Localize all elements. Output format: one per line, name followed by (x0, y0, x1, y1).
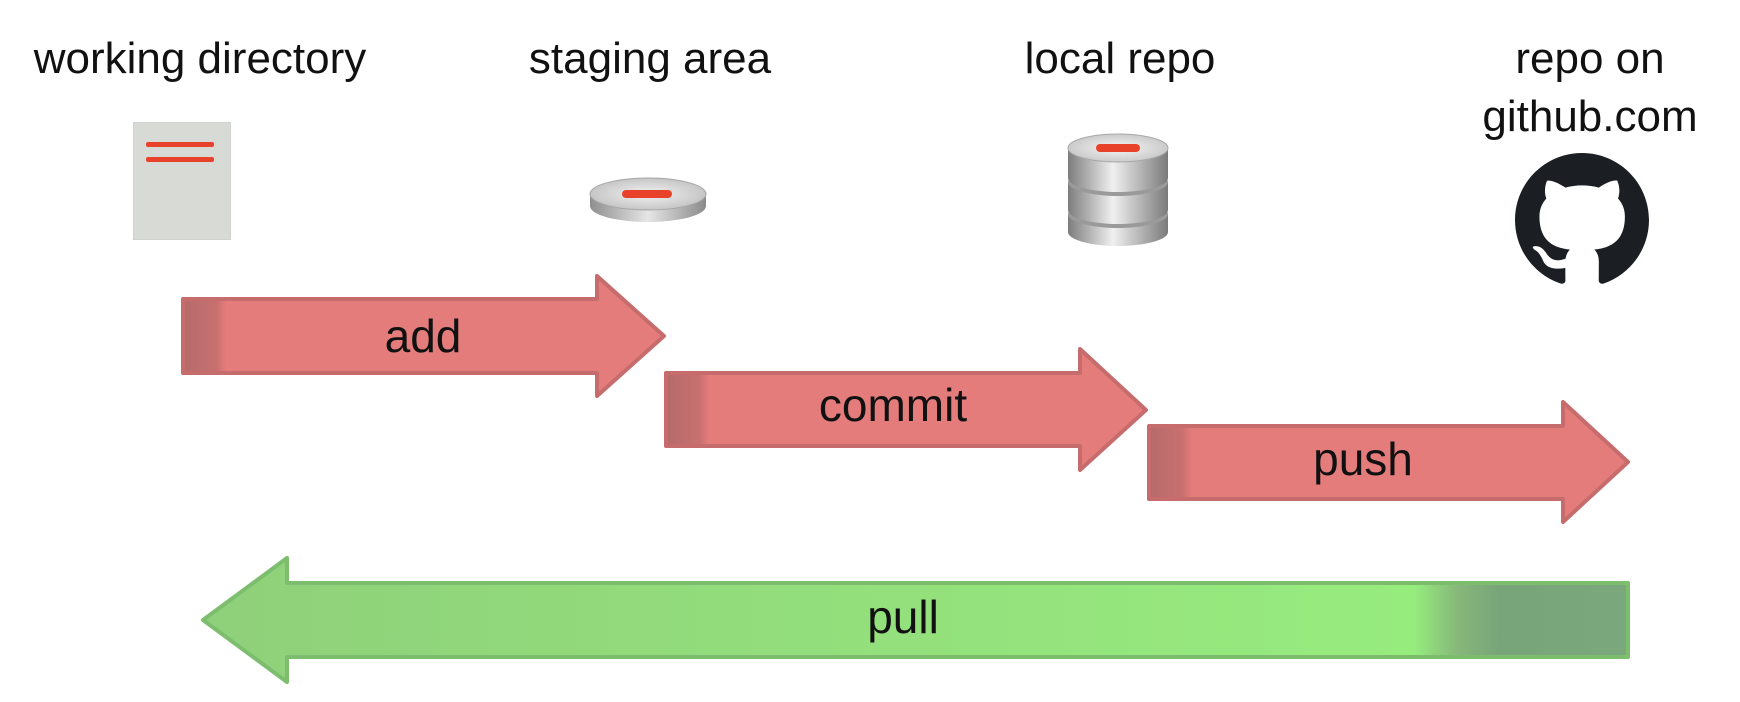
push-arrow-shape (1147, 400, 1630, 524)
database-icon (1067, 133, 1169, 246)
pull-arrow-label: pull (867, 591, 939, 643)
local-repo-label: local repo (1024, 34, 1216, 83)
remote-repo-label: repo on github.com (1482, 34, 1698, 141)
disk-icon (589, 177, 707, 222)
working-directory-label: working directory (33, 34, 367, 83)
pull-arrow-shape (201, 556, 1630, 684)
commit-arrow-label: commit (819, 379, 967, 431)
push-arrow-label: push (1313, 433, 1413, 485)
staging-area-label: staging area (528, 34, 772, 83)
push-arrow: push (1147, 400, 1630, 524)
github-icon (1515, 153, 1649, 284)
document-icon (133, 122, 231, 240)
pull-arrow: pull (201, 556, 1630, 684)
commit-arrow: commit (664, 347, 1148, 472)
add-arrow-shape (181, 274, 666, 398)
add-arrow: add (181, 274, 666, 398)
commit-arrow-shape (664, 347, 1148, 472)
add-arrow-label: add (385, 310, 462, 362)
